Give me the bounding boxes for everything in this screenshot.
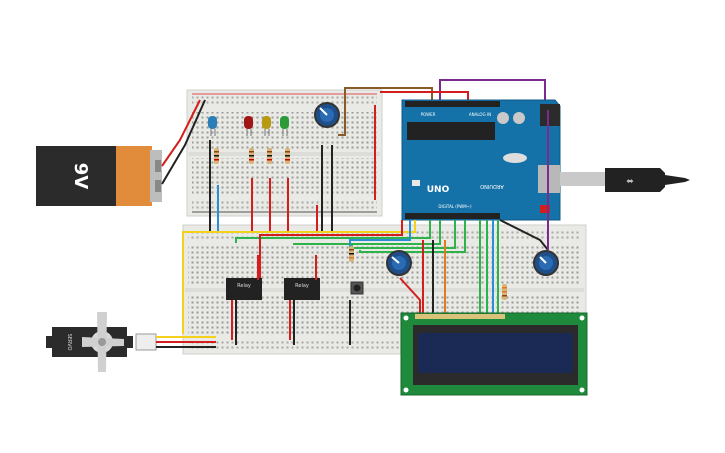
- resistor-top-1: [214, 148, 219, 164]
- arduino-digital-label: DIGITAL (PWM~): [438, 204, 472, 209]
- relay-2-label: Relay: [295, 283, 309, 289]
- push-button[interactable]: [350, 281, 364, 295]
- wire-red-bottom: [259, 220, 403, 292]
- arduino-logo: UNO: [427, 185, 450, 195]
- arduino-power-label: POWER: [421, 112, 436, 117]
- led-yellow: [262, 116, 271, 136]
- battery-label: 9V: [70, 163, 91, 190]
- wire-yellow: [182, 220, 416, 334]
- potentiometer-right[interactable]: [533, 250, 559, 276]
- lcd-screen: [418, 333, 573, 373]
- usb-cable-icon: ⬌: [560, 168, 690, 192]
- svg-text:⬌: ⬌: [626, 177, 634, 187]
- wire-green-1: [235, 220, 431, 243]
- resistor-bottom-1: [349, 246, 354, 262]
- resistor-top-2: [249, 148, 254, 164]
- wire-blue-bottom: [349, 220, 411, 250]
- arduino-chip: [407, 122, 495, 140]
- relay-1-label: Relay: [237, 283, 251, 289]
- wire-green-4: [359, 220, 466, 253]
- breadboard-top: [186, 89, 383, 217]
- servo-motor-icon: SERVO: [46, 312, 157, 372]
- wire-red-arduino-top: [380, 91, 469, 102]
- arduino-analog-label: ANALOG IN: [469, 112, 491, 117]
- battery-negative-wire: [161, 99, 206, 185]
- potentiometer-lcd[interactable]: [386, 250, 412, 276]
- resistor-bottom-2: [502, 284, 507, 300]
- wire-black-pot2: [499, 219, 549, 251]
- servo-label: SERVO: [66, 334, 72, 351]
- led-green: [280, 116, 289, 136]
- resistor-top-4: [285, 148, 290, 164]
- resistor-top-3: [267, 148, 272, 164]
- lcd-display-icon: [400, 312, 588, 396]
- relay-2: Relay: [284, 278, 320, 345]
- led-blue: [208, 116, 217, 136]
- arduino-uno-board: UNO ARDUINO POWER ANALOG IN DIGITAL (PWM…: [401, 99, 561, 221]
- led-red: [244, 116, 253, 136]
- battery-9v-icon: 9V: [36, 146, 162, 206]
- relay-1: Relay: [226, 278, 262, 345]
- wire-lcd-pot: [399, 277, 421, 314]
- wire-green-2: [293, 220, 441, 245]
- arduino-brand: ARDUINO: [480, 183, 504, 189]
- battery-positive-wire: [161, 99, 201, 167]
- potentiometer-top[interactable]: [314, 102, 340, 128]
